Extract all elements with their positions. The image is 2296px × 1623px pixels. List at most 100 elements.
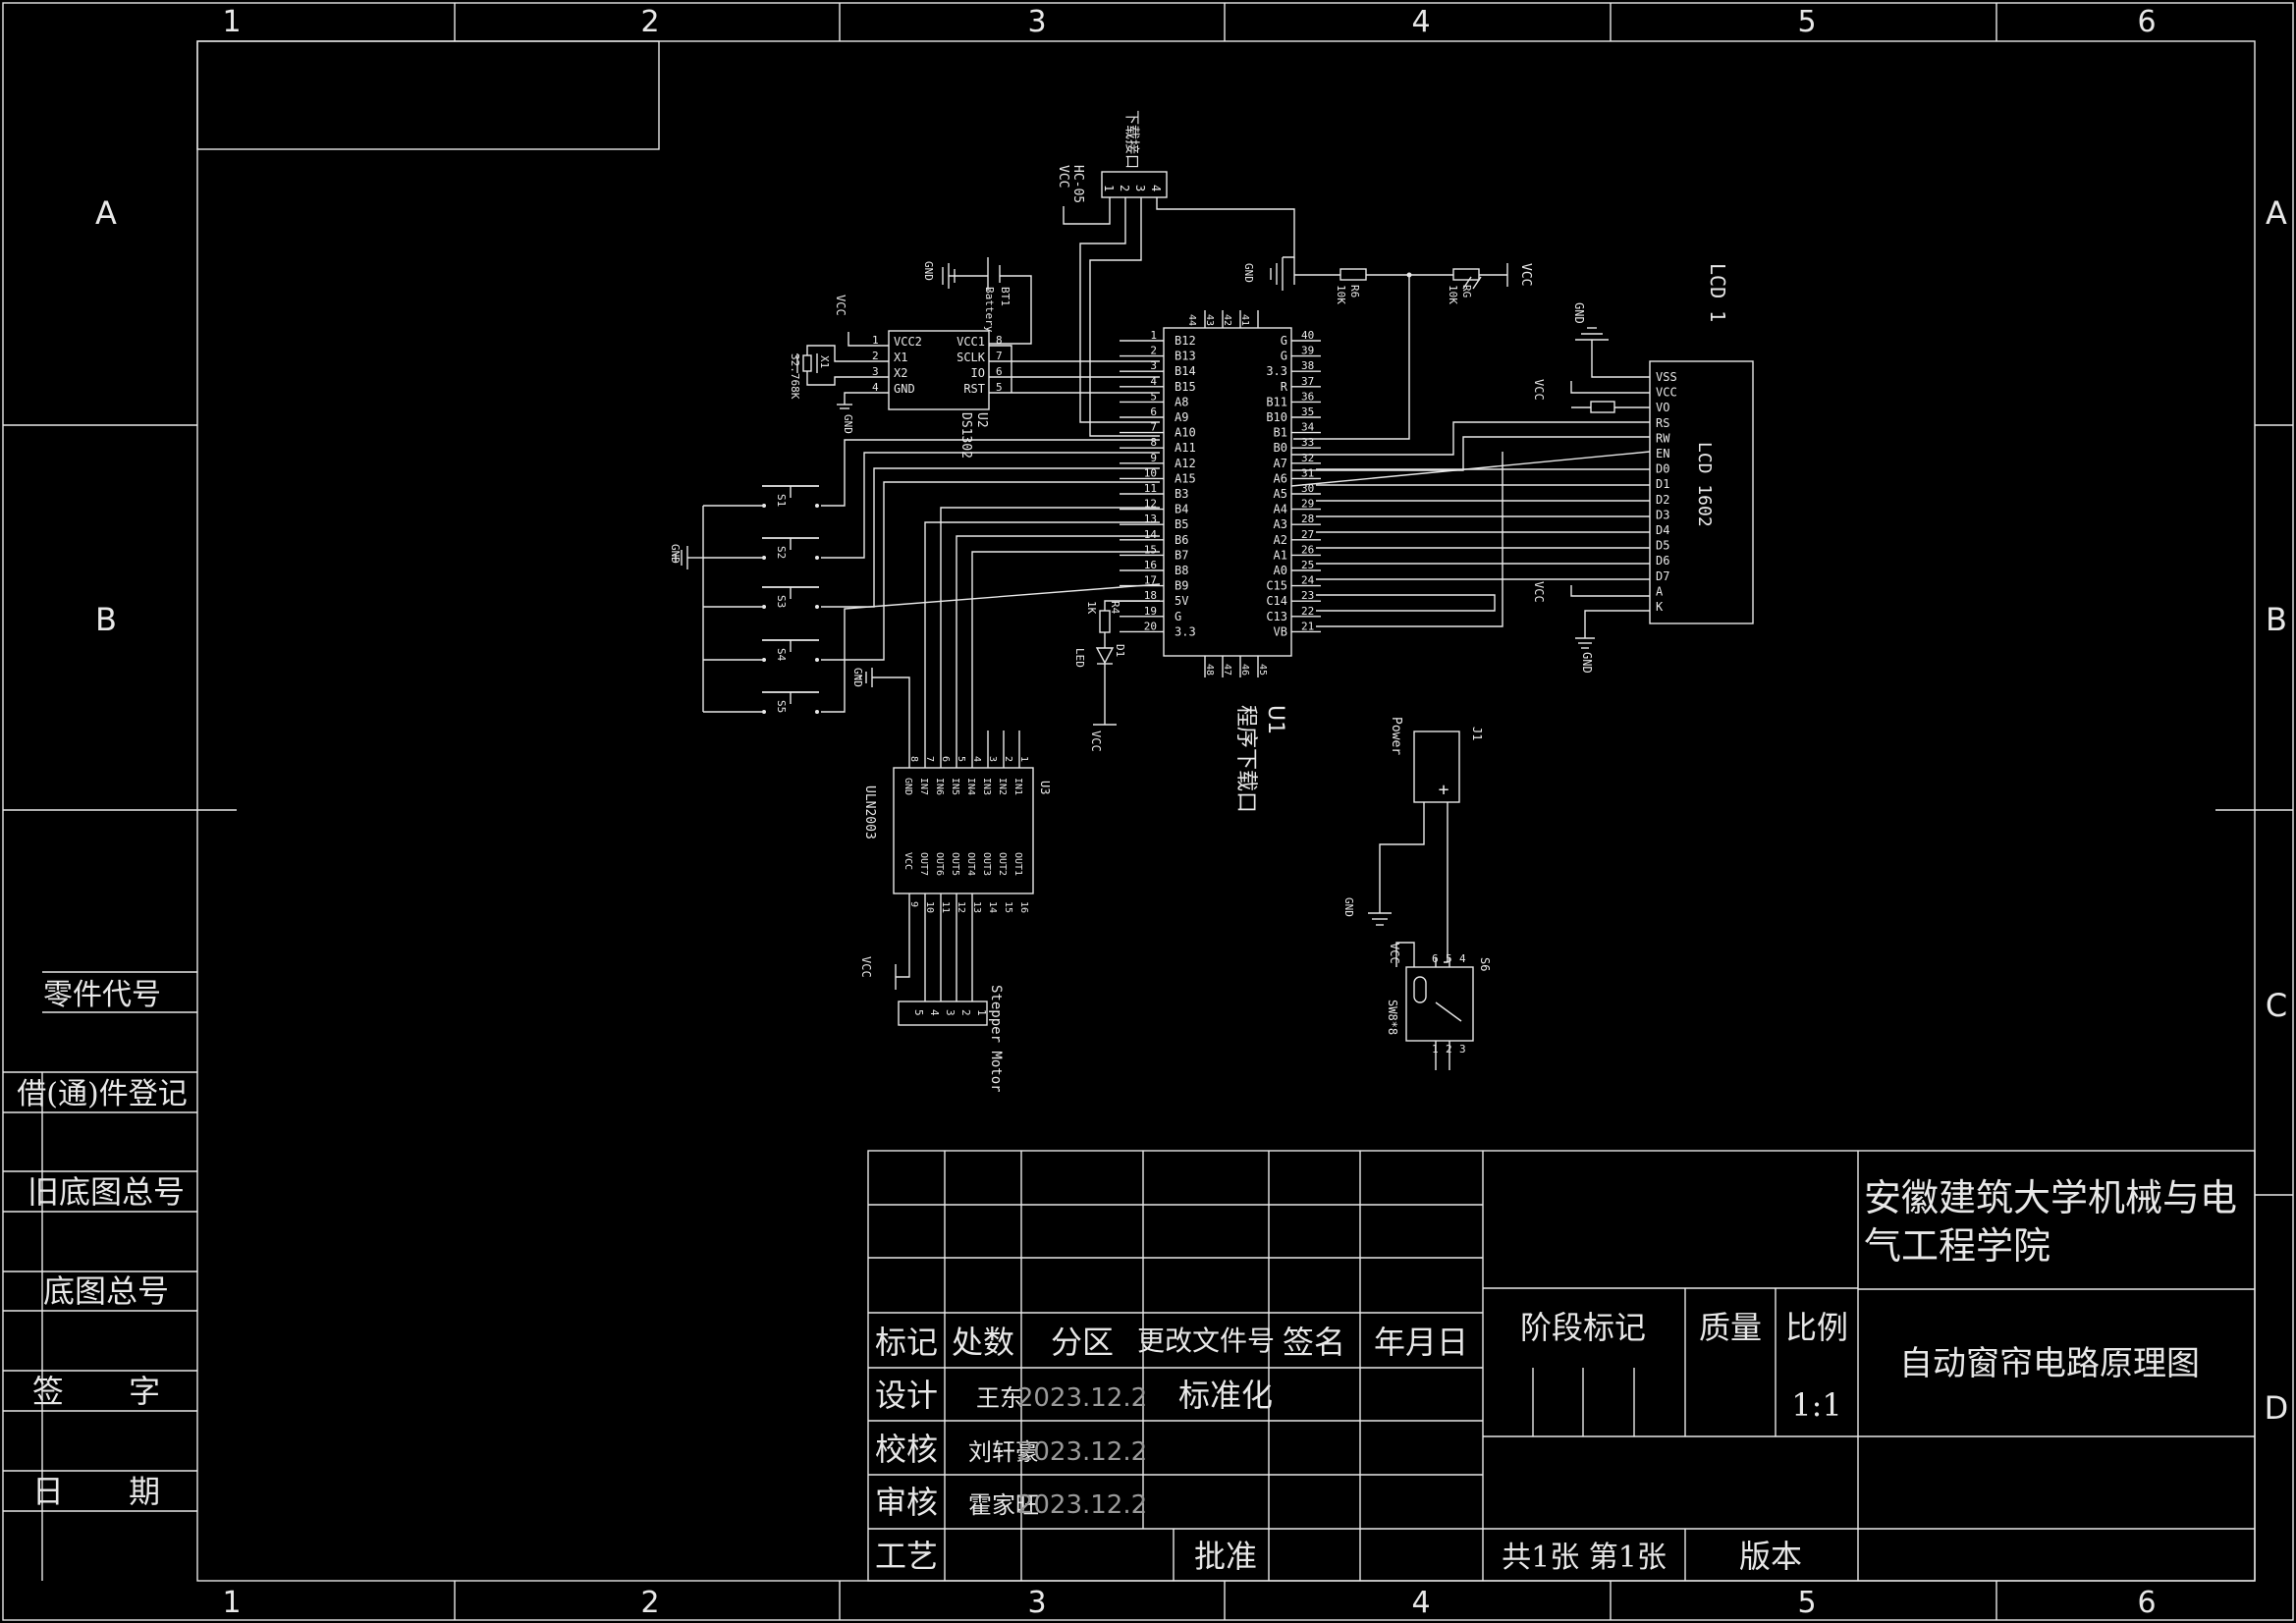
header-zone: 分区 xyxy=(1051,1324,1114,1361)
uln-out-label: OUT6 xyxy=(934,852,945,876)
uln-name: ULN2003 xyxy=(862,785,877,839)
uln-in-label: IN4 xyxy=(965,778,976,795)
power-name: Power xyxy=(1389,717,1403,755)
institution-line-2: 气工程学院 xyxy=(1864,1224,2050,1268)
mcu-pin-number: 5 xyxy=(1150,390,1157,403)
lcd-pin-label: D3 xyxy=(1656,508,1669,521)
version-label: 版本 xyxy=(1739,1538,1802,1575)
col-label: 1 xyxy=(222,5,241,39)
row-role-review: 审核 xyxy=(875,1484,938,1521)
mcu-pin-label: B9 xyxy=(1175,579,1188,593)
row-label: B xyxy=(2266,601,2287,638)
col-label: 2 xyxy=(640,5,659,39)
mcu-pin-number: 8 xyxy=(1150,436,1157,449)
rtc-pin-num: 6 xyxy=(996,365,1003,378)
download-pin: 2 xyxy=(1118,185,1131,191)
mcu-pin-number: 19 xyxy=(1144,605,1157,618)
rtc-pin-label: RST xyxy=(963,382,985,396)
mcu-pin-label: B6 xyxy=(1175,533,1188,547)
col-label: 4 xyxy=(1411,5,1430,39)
crystal-value: 32.768K xyxy=(789,353,801,400)
mcu-pin-number: 25 xyxy=(1301,559,1314,571)
rtc-pin-label: IO xyxy=(971,366,985,380)
led-ref: D1 xyxy=(1114,644,1126,657)
mcu-pin-label: C13 xyxy=(1266,610,1287,623)
mcu-pin-label: B1 xyxy=(1274,426,1287,440)
s6-name: SW8*8 xyxy=(1386,1000,1399,1035)
mcu-pin-number: 22 xyxy=(1301,605,1314,618)
switch-contact xyxy=(762,605,766,609)
mcu-pin-number: 23 xyxy=(1301,589,1314,602)
gnd-label: GND xyxy=(1342,897,1355,917)
uln-in-pin: 7 xyxy=(924,756,935,762)
rg-value: 10K xyxy=(1447,285,1459,304)
lcd-pin-label: VO xyxy=(1656,401,1669,414)
row-date-design: 2023.12.2 xyxy=(1017,1383,1147,1413)
uln-out-pin: 15 xyxy=(1003,901,1013,913)
lcd-pin-label: D6 xyxy=(1656,554,1669,568)
lcd-bus-wires xyxy=(1290,421,1651,627)
motor-pin: 3 xyxy=(944,1009,957,1016)
motor-pin: 1 xyxy=(975,1009,988,1016)
mcu-pin-number: 45 xyxy=(1257,664,1268,676)
mcu-pin-label: A5 xyxy=(1274,487,1287,501)
power-ref: J1 xyxy=(1470,727,1484,740)
rtc-pin-num: 4 xyxy=(872,381,879,394)
circuit-schematic: 1 2 3 4 下载接口 VCC HC-05 GND R6 10K xyxy=(669,110,1754,1093)
switch-contact xyxy=(815,605,819,609)
mcu-pin-number: 37 xyxy=(1301,375,1314,388)
uln-out-label: OUT4 xyxy=(965,852,976,876)
side-signature: 签 字 xyxy=(32,1373,188,1410)
mcu-pin-number: 31 xyxy=(1301,466,1314,479)
col-label: 3 xyxy=(1027,5,1046,39)
mcu-pin-number: 41 xyxy=(1239,314,1250,326)
crystal-ref: X1 xyxy=(818,355,831,368)
download-label-hc05: HC-05 xyxy=(1070,165,1085,203)
mcu-pin-number: 40 xyxy=(1301,329,1314,342)
crystal-x1: X1 32.768K xyxy=(789,345,864,400)
mcu-pin-number: 20 xyxy=(1144,620,1157,632)
row-date-check: 2023.12.2 xyxy=(1017,1437,1147,1467)
mcu-pin-label: A6 xyxy=(1274,471,1287,485)
battery-bt1: GND BT1 Battery xyxy=(922,257,1032,345)
header-change-doc: 更改文件号 xyxy=(1137,1325,1275,1357)
gnd-label: GND xyxy=(842,414,854,434)
col-label: 3 xyxy=(1027,1586,1046,1620)
mass-label: 质量 xyxy=(1699,1309,1762,1346)
bt1-value: Battery xyxy=(983,287,996,333)
uln2003-driver: 1IN12IN23IN34IN45IN56IN67IN78GND16OUT115… xyxy=(851,507,1160,1001)
row-label: C xyxy=(2266,987,2287,1024)
led-d1: R4 1K D1 LED VCC xyxy=(1073,600,1160,752)
mcu-pin-number: 17 xyxy=(1144,574,1157,587)
mcu-pin-label: B4 xyxy=(1175,503,1188,516)
uln-out-label: OUT3 xyxy=(981,852,992,876)
lcd-pin-label: D2 xyxy=(1656,493,1669,507)
mcu-pin-label: A15 xyxy=(1175,471,1196,485)
power-jack-j1: + J1 Power GND xyxy=(1342,717,1484,963)
header-date: 年月日 xyxy=(1374,1324,1468,1361)
motor-pin: 4 xyxy=(928,1009,941,1016)
zone-labels: 1 2 3 4 5 6 1 2 3 4 5 6 A B A B C D xyxy=(95,5,2288,1620)
rtc-name: DS1302 xyxy=(958,412,973,459)
mcu-pin-label: B13 xyxy=(1175,350,1196,363)
lcd-pin-label: D1 xyxy=(1656,477,1669,491)
gnd-label: GND xyxy=(1572,302,1586,324)
download-port-title: 下载接口 xyxy=(1123,110,1141,169)
rtc-pin-num: 8 xyxy=(996,334,1003,347)
col-label: 6 xyxy=(2137,5,2156,39)
uln-in-pin: 2 xyxy=(1003,756,1013,762)
lcd-pin-label: K xyxy=(1656,600,1664,614)
mcu-pin-number: 11 xyxy=(1144,482,1157,495)
s6-pin: 3 xyxy=(1459,1043,1466,1055)
rtc-pin-label: X2 xyxy=(894,366,907,380)
mcu-pin-label: A4 xyxy=(1274,503,1287,516)
mcu-pin-label: 5V xyxy=(1175,594,1188,608)
mcu-pin-label: A11 xyxy=(1175,441,1196,455)
uln-out-pin: 10 xyxy=(924,901,935,913)
uln-in-label: IN7 xyxy=(918,778,929,795)
header-count: 处数 xyxy=(952,1324,1014,1361)
mcu-pin-label: A1 xyxy=(1274,548,1287,562)
